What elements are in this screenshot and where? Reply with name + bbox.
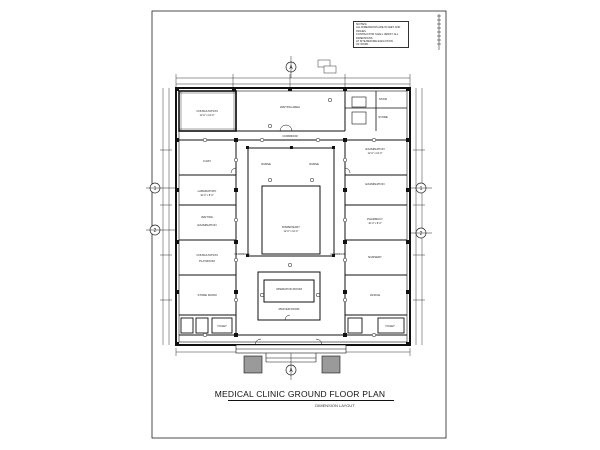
room-label: TOILET (217, 324, 227, 328)
note-line: CONTRACTOR SHALL VERIFY ALL DIMENSIONS (356, 33, 399, 40)
grid-marker-text: A 1 2 1 2 A (154, 65, 423, 374)
room-labels: CONSULTATION X-RAY LABORATORY WAITING EX… (196, 97, 395, 328)
corridor-walls (179, 139, 407, 336)
wall-hatch (179, 91, 236, 131)
room-size: 10'-0" x 8'-0" (368, 222, 382, 225)
room-label: CORRIDOR (330, 252, 345, 256)
room-label: CORRIDOR (282, 134, 297, 138)
room-label: EXAMINATION (197, 223, 216, 227)
room-label: OPERATION ROOM (276, 287, 302, 291)
note-line: AT SITE BEFORE EXECUTION (356, 40, 393, 44)
grid-letter: 1 (420, 186, 423, 192)
planter-left (243, 355, 263, 374)
left-rooms (179, 174, 236, 334)
grid-letter: 1 (154, 186, 157, 192)
door-markers (202, 97, 377, 338)
left-dimensions (160, 88, 172, 345)
room-label: WAITING (201, 215, 213, 219)
room-label: PRAYER ROOM (279, 307, 300, 311)
room-label: EXAMINATION (365, 147, 384, 151)
room-label: OFFICE (370, 293, 380, 297)
right-dimensions (413, 88, 425, 345)
level-tag (323, 65, 337, 74)
planter-right (321, 355, 341, 374)
room-label: PHARMACY (367, 217, 383, 221)
room-label: PLAYROOM (199, 259, 215, 263)
room-label: CORRIDOR (234, 252, 249, 256)
structural-columns (175, 87, 410, 346)
drawing-subtitle: DIMENSION LAYOUT (315, 403, 355, 408)
room-label: NURSE (309, 162, 319, 166)
room-size: 12'-0" x 10'-0" (368, 152, 383, 155)
note-line: ALL DIMENSIONS ARE IN FEET AND INCHES (356, 26, 401, 33)
door-swings (230, 124, 351, 346)
grid-letter: A (289, 65, 293, 71)
note-line: OF WORK (356, 43, 369, 47)
grid-letter: A (289, 368, 293, 374)
room-label: STORE ROOM (197, 293, 217, 297)
room-label: DISPENSARY (282, 225, 300, 229)
room-size: 12'-0" x 10'-0" (284, 230, 299, 233)
room-label: STORE (378, 115, 388, 119)
room-size: 12'-0" x 10'-0" (200, 114, 215, 117)
outer-wall-inner (178, 90, 408, 343)
room-size: 10'-0" x 8'-0" (200, 194, 214, 197)
room-label: STAIR (379, 97, 387, 101)
top-dimensions (175, 74, 411, 88)
sheet-border (151, 10, 447, 439)
drawing-title: MEDICAL CLINIC GROUND FLOOR PLAN (214, 389, 386, 399)
title-underline (228, 400, 394, 401)
room-label: NURSE (261, 162, 271, 166)
notes-box: NOTES: ALL DIMENSIONS ARE IN FEET AND IN… (353, 21, 409, 48)
room-size-labels: 12'-0" x 10'-0" 10'-0" x 8'-0" 12'-0" x … (200, 114, 383, 233)
grid-letter: 2 (420, 231, 423, 237)
room-label: X-RAY (203, 159, 211, 163)
edge-ruler (437, 14, 441, 50)
room-label: LABORATORY (198, 189, 217, 193)
room-label: CONSULTATION (196, 253, 217, 257)
room-label: NURSERY (368, 255, 382, 259)
room-label: TOILET (385, 324, 395, 328)
right-rooms (345, 174, 407, 334)
grid-letter: 2 (154, 228, 157, 234)
entrance-steps (235, 344, 347, 363)
room-label: CONSULTATION (196, 109, 217, 113)
room-label: WAITING AREA (280, 105, 300, 109)
notes-heading: NOTES: (356, 22, 368, 26)
room-label: EXAMINATION (365, 182, 384, 186)
